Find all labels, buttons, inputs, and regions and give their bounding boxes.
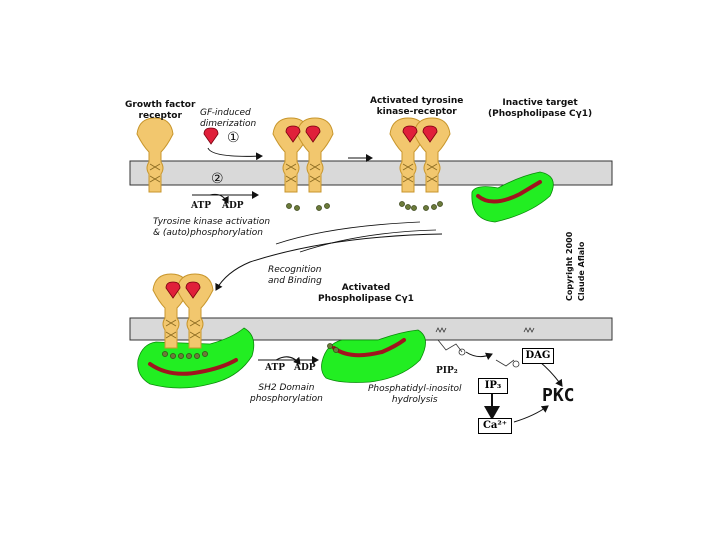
label-atp-bottom: ATP bbox=[265, 363, 285, 373]
growth-factor-ligand bbox=[203, 127, 219, 145]
plc-inactive bbox=[471, 171, 554, 223]
label-atp-top: ATP bbox=[191, 201, 211, 211]
ip3-box: IP₃ bbox=[478, 378, 508, 394]
label-adp-top: ADP bbox=[222, 201, 244, 211]
arrow-recognition-1 bbox=[215, 233, 443, 291]
arrow-dimerization bbox=[207, 147, 263, 161]
label-gf-dimerization: GF-induced dimerization bbox=[200, 108, 257, 129]
step-2-marker: ② bbox=[211, 171, 224, 187]
label-tk-activation: Tyrosine kinase activation & (auto)phosp… bbox=[153, 217, 271, 238]
label-activated-plc: Activated Phospholipase Cγ1 bbox=[318, 283, 414, 304]
plc-activated bbox=[321, 329, 426, 383]
arrow-pip2 bbox=[465, 351, 493, 361]
step-1-marker: ① bbox=[227, 130, 240, 146]
copyright-notice: Copyright 2000 Claude Aflalo bbox=[565, 231, 586, 301]
label-sh2-phosphorylation: SH2 Domain phosphorylation bbox=[250, 383, 323, 404]
pip2-headgroup bbox=[437, 339, 463, 353]
label-inactive-target: Inactive target (Phospholipase Cγ1) bbox=[488, 98, 593, 119]
label-pi-hydrolysis: Phosphatidyl-inositol hydrolysis bbox=[368, 384, 462, 405]
dag-box: DAG bbox=[522, 348, 554, 364]
label-adp-bottom: ADP bbox=[294, 363, 316, 373]
label-pip2: PIP₂ bbox=[436, 366, 458, 376]
label-recognition: Recognition and Binding bbox=[268, 265, 322, 286]
label-activated-receptor: Activated tyrosine kinase-receptor bbox=[370, 96, 464, 117]
ca-box: Ca²⁺ bbox=[478, 418, 512, 434]
arrow-dag-pkc bbox=[539, 361, 563, 387]
label-growth-factor-receptor: Growth factor receptor bbox=[125, 100, 196, 121]
label-pkc: PKC bbox=[542, 385, 575, 406]
arrow-ca-pkc bbox=[513, 405, 549, 423]
